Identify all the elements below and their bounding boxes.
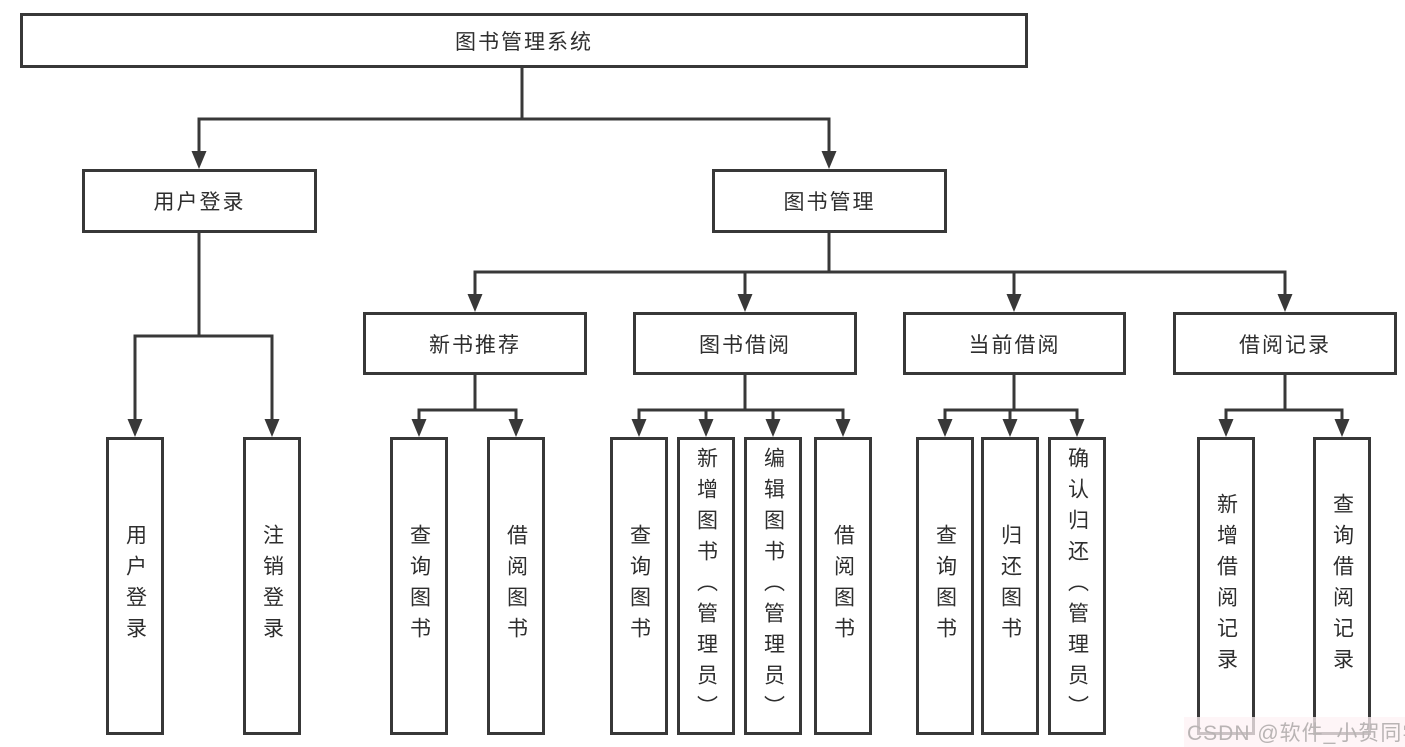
arrow-down-icon: [1334, 419, 1350, 437]
node-user-login-label: 用户登录: [153, 191, 246, 214]
node-leaf-logout-label: 注销登录: [260, 524, 284, 648]
node-new-book-recommendation-label: 新书推荐: [429, 333, 521, 357]
node-book-borrowing: 图书借阅: [633, 312, 857, 375]
node-leaf-query-books-borrowing-label: 查询图书: [627, 524, 651, 648]
node-user-login: 用户登录: [82, 169, 317, 233]
node-leaf-add-books-admin-label: 新增图书（管理员）: [694, 446, 718, 726]
arrow-down-icon: [1002, 419, 1018, 437]
arrow-down-icon: [765, 419, 781, 437]
node-borrowing-records: 借阅记录: [1173, 312, 1397, 375]
arrow-down-icon: [1277, 294, 1293, 312]
node-borrowing-records-label: 借阅记录: [1239, 333, 1331, 357]
node-leaf-borrow-books-recommend: 借阅图书: [487, 437, 545, 735]
node-leaf-query-books-current-label: 查询图书: [933, 524, 957, 648]
node-book-management: 图书管理: [712, 169, 947, 233]
node-leaf-query-books-borrowing: 查询图书: [610, 437, 668, 735]
arrow-down-icon: [508, 419, 524, 437]
node-current-borrowing-label: 当前借阅: [968, 333, 1061, 357]
node-book-borrowing-label: 图书借阅: [699, 333, 791, 357]
node-library-system-label: 图书管理系统: [455, 30, 593, 54]
arrow-down-icon: [698, 419, 714, 437]
connector-root-to-level2: [197, 68, 831, 152]
node-leaf-query-books-recommend-label: 查询图书: [407, 524, 431, 648]
node-leaf-borrow-books-borrowing: 借阅图书: [814, 437, 872, 735]
arrowheads: [127, 151, 1350, 437]
arrow-down-icon: [631, 419, 647, 437]
node-leaf-add-borrow-record-label: 新增借阅记录: [1214, 493, 1238, 679]
arrow-down-icon: [467, 294, 483, 312]
connector-current-to-leaves: [943, 375, 1079, 420]
csdn-watermark: CSDN @软件_小贺同学: [1184, 717, 1405, 747]
node-new-book-recommendation: 新书推荐: [363, 312, 587, 375]
node-leaf-borrow-books-borrowing-label: 借阅图书: [831, 524, 855, 648]
arrow-down-icon: [1218, 419, 1234, 437]
arrow-down-icon: [737, 294, 753, 312]
node-leaf-edit-books-admin: 编辑图书（管理员）: [744, 437, 802, 735]
node-leaf-query-books-recommend: 查询图书: [390, 437, 448, 735]
node-leaf-query-borrow-record-label: 查询借阅记录: [1330, 493, 1354, 679]
node-leaf-logout: 注销登录: [243, 437, 301, 735]
arrow-down-icon: [264, 419, 280, 437]
node-leaf-user-login: 用户登录: [106, 437, 164, 735]
connector-userlogin-to-leaves: [133, 233, 274, 420]
arrow-down-icon: [1006, 294, 1022, 312]
node-leaf-query-books-current: 查询图书: [916, 437, 974, 735]
node-leaf-borrow-books-recommend-label: 借阅图书: [504, 524, 528, 648]
node-leaf-return-books: 归还图书: [981, 437, 1039, 735]
arrow-down-icon: [821, 151, 837, 169]
node-library-system: 图书管理系统: [20, 13, 1028, 68]
connector-recommend-to-leaves: [417, 375, 518, 420]
arrow-down-icon: [411, 419, 427, 437]
arrow-down-icon: [127, 419, 143, 437]
node-leaf-query-borrow-record: 查询借阅记录: [1313, 437, 1371, 735]
node-leaf-confirm-return-admin: 确认归还（管理员）: [1048, 437, 1106, 735]
node-leaf-edit-books-admin-label: 编辑图书（管理员）: [761, 446, 785, 726]
node-leaf-confirm-return-admin-label: 确认归还（管理员）: [1065, 446, 1089, 726]
arrow-down-icon: [835, 419, 851, 437]
arrow-down-icon: [191, 151, 207, 169]
node-leaf-add-borrow-record: 新增借阅记录: [1197, 437, 1255, 735]
node-book-management-label: 图书管理: [783, 191, 876, 214]
connector-borrowing-to-leaves: [637, 375, 845, 420]
arrow-down-icon: [1069, 419, 1085, 437]
node-leaf-user-login-label: 用户登录: [123, 524, 147, 648]
connector-paths: [133, 68, 1344, 420]
node-current-borrowing: 当前借阅: [903, 312, 1126, 375]
node-leaf-return-books-label: 归还图书: [998, 524, 1022, 648]
connector-bookmgmt-to-level3: [473, 233, 1287, 295]
node-leaf-add-books-admin: 新增图书（管理员）: [677, 437, 735, 735]
connector-records-to-leaves: [1224, 375, 1344, 420]
arrow-down-icon: [937, 419, 953, 437]
